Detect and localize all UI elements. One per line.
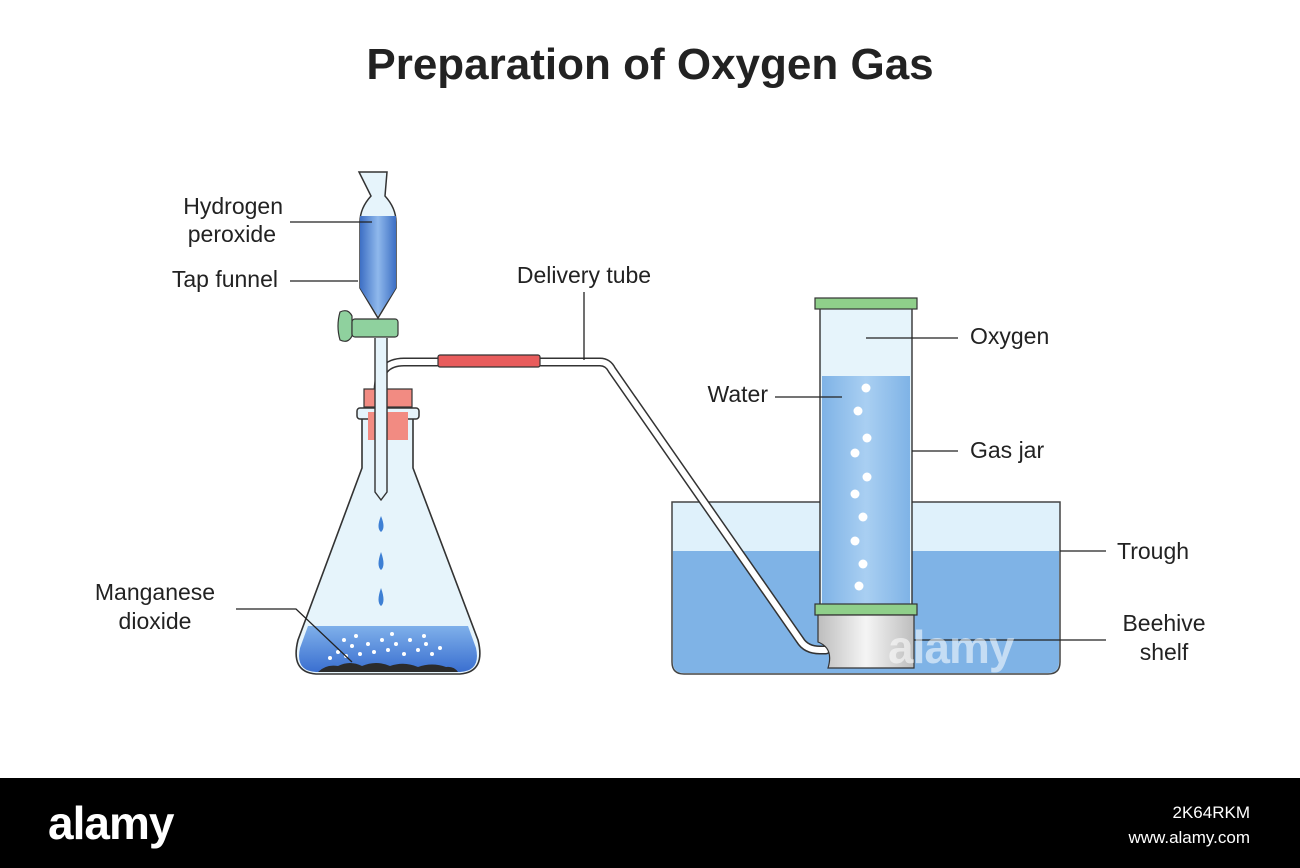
label-delivery-tube: Delivery tube bbox=[517, 262, 651, 288]
beehive-shelf bbox=[814, 603, 918, 669]
labels: Hydrogen peroxide Tap funnel Delivery tu… bbox=[95, 193, 1206, 665]
label-trough: Trough bbox=[1117, 538, 1189, 564]
watermark-info: 2K64RKM www.alamy.com bbox=[1128, 800, 1250, 850]
label-beehive-shelf-line1: Beehive bbox=[1122, 610, 1205, 636]
oxygen-bubbles bbox=[328, 632, 442, 660]
gas-jar-cap bbox=[814, 297, 918, 310]
rubber-stopper bbox=[363, 388, 413, 440]
funnel-liquid bbox=[360, 216, 396, 316]
tap-funnel bbox=[337, 171, 399, 502]
manganese-dioxide-solid bbox=[318, 663, 458, 672]
label-tap-funnel: Tap funnel bbox=[172, 266, 278, 292]
label-hydrogen-peroxide-line1: Hydrogen bbox=[183, 193, 283, 219]
label-manganese-dioxide-line2: dioxide bbox=[119, 608, 192, 634]
leader-lines bbox=[236, 221, 1106, 663]
label-hydrogen-peroxide-line2: peroxide bbox=[188, 221, 276, 247]
gas-jar bbox=[814, 297, 918, 609]
label-water: Water bbox=[708, 381, 769, 407]
tap-handle bbox=[337, 310, 353, 342]
hydrogen-peroxide-drops bbox=[378, 516, 384, 606]
label-beehive-shelf-line2: shelf bbox=[1140, 639, 1189, 665]
rubber-connector bbox=[437, 354, 541, 368]
watermark-site: www.alamy.com bbox=[1128, 828, 1250, 847]
gas-jar-bubbles bbox=[850, 383, 872, 591]
watermark-logo: alamy bbox=[48, 797, 174, 849]
conical-flask bbox=[295, 407, 481, 675]
label-oxygen: Oxygen bbox=[970, 323, 1049, 349]
page-title: Preparation of Oxygen Gas bbox=[366, 40, 934, 89]
oxygen-preparation-diagram: Hydrogen peroxide Tap funnel Delivery tu… bbox=[95, 171, 1206, 675]
watermark-bar: alamy 2K64RKM www.alamy.com bbox=[0, 778, 1300, 868]
tap-body bbox=[351, 318, 399, 338]
watermark-image-id: 2K64RKM bbox=[1172, 803, 1250, 822]
label-manganese-dioxide-line1: Manganese bbox=[95, 579, 215, 605]
label-gas-jar: Gas jar bbox=[970, 437, 1044, 463]
gas-jar-water bbox=[822, 376, 910, 608]
watermark-overlay-logo: alamy bbox=[888, 621, 1014, 673]
